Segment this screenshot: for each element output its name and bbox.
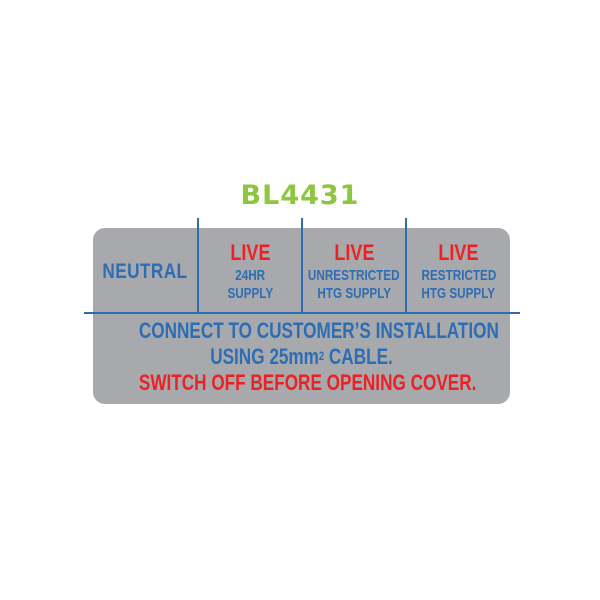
live-heading: LIVE bbox=[438, 240, 479, 265]
divider-line-1 bbox=[197, 218, 199, 314]
instruction-line-2: USING 25mm2 CABLE. bbox=[139, 344, 464, 370]
instruction-line-1: CONNECT TO CUSTOMER’S INSTALLATION bbox=[138, 318, 499, 343]
superscript-two: 2 bbox=[318, 349, 325, 363]
column-subtext: UNRESTRICTED bbox=[308, 267, 400, 284]
column-subtext: SUPPLY bbox=[227, 285, 273, 302]
warning-line: SWITCH OFF BEFORE OPENING COVER. bbox=[138, 370, 477, 395]
neutral-heading: NEUTRAL bbox=[102, 260, 188, 283]
instruction-line-2-start: USING 25mm bbox=[210, 344, 319, 369]
column-live-unrestricted: LIVE UNRESTRICTED HTG SUPPLY bbox=[303, 232, 405, 312]
column-neutral: NEUTRAL bbox=[93, 232, 197, 312]
product-code: BL4431 bbox=[240, 180, 360, 211]
column-subtext: HTG SUPPLY bbox=[317, 285, 391, 302]
divider-line-3 bbox=[405, 218, 407, 314]
column-subtext: RESTRICTED bbox=[421, 267, 496, 284]
live-heading: LIVE bbox=[229, 240, 271, 265]
horizontal-divider bbox=[84, 312, 520, 314]
live-heading: LIVE bbox=[333, 240, 375, 265]
instructions-block: CONNECT TO CUSTOMER’S INSTALLATION USING… bbox=[93, 318, 510, 396]
column-subtext: HTG SUPPLY bbox=[421, 285, 496, 302]
divider-line-2 bbox=[301, 218, 303, 314]
instruction-line-2-end: CABLE. bbox=[324, 344, 393, 369]
column-subtext: 24HR bbox=[235, 267, 265, 284]
column-live-24hr: LIVE 24HR SUPPLY bbox=[199, 232, 301, 312]
column-live-restricted: LIVE RESTRICTED HTG SUPPLY bbox=[407, 232, 510, 312]
